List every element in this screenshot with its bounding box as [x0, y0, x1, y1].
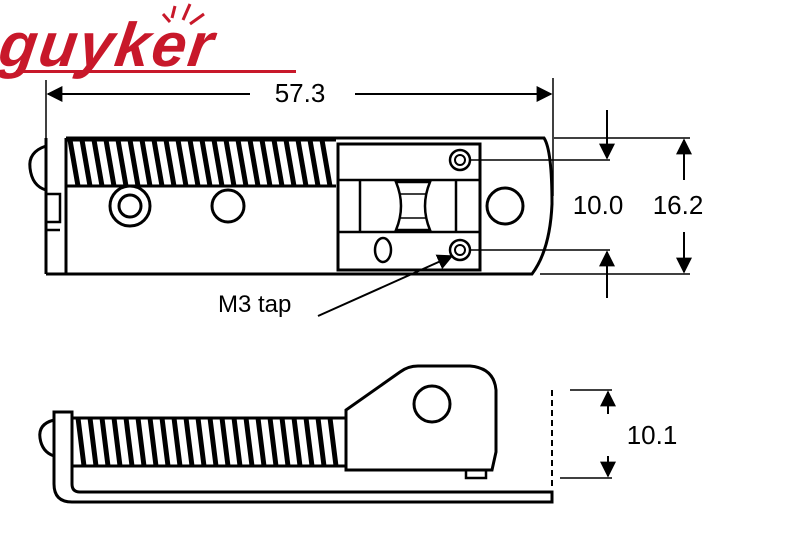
hole-spacing-label: 10.0: [573, 190, 624, 220]
logo-text: guyker: [0, 11, 221, 80]
side-view: [38, 364, 616, 504]
m3-tap-callout: M3 tap: [218, 291, 291, 318]
width-label: 16.2: [653, 190, 704, 220]
height-label: 10.1: [627, 420, 678, 450]
overall-length-label: 57.3: [275, 78, 326, 108]
brand-logo: guyker: [0, 3, 296, 80]
logo-sparkle-icon: [161, 3, 205, 26]
top-view: [28, 78, 692, 317]
logo-underline: [16, 70, 296, 73]
